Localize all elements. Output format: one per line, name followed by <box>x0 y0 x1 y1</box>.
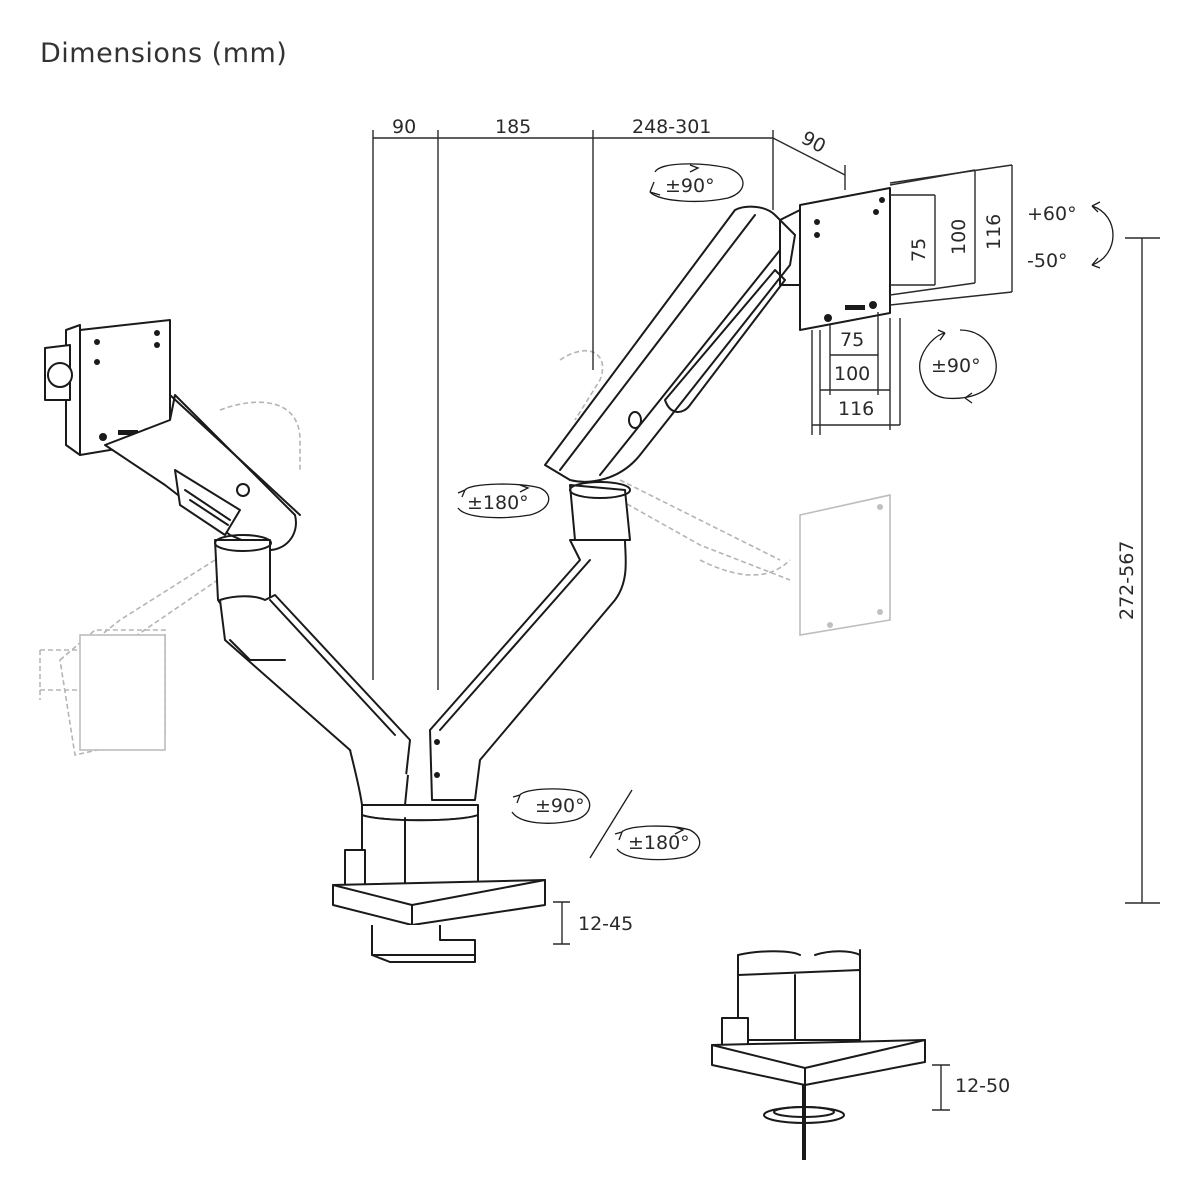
grommet-base <box>711 949 926 1160</box>
vesa-width-100: 100 <box>834 363 870 385</box>
clamp-base <box>332 804 546 963</box>
left-arm-assembly <box>44 319 411 806</box>
rotation-base <box>511 788 701 861</box>
rotation-base-90-label: ±90° <box>535 795 585 817</box>
clamp-thickness-dimension <box>553 901 570 945</box>
rotation-arm-top <box>649 163 744 203</box>
top-dimension-lines <box>372 130 846 690</box>
rotation-base-180-label: ±180° <box>628 832 690 854</box>
rotation-elbow-label: ±180° <box>467 492 529 514</box>
vesa-width-116: 116 <box>838 398 874 420</box>
rotation-monitor-label: ±90° <box>931 355 981 377</box>
rotation-arm-top-label: ±90° <box>665 175 715 197</box>
rotation-tilt <box>1091 201 1114 269</box>
dim-top-185: 185 <box>495 116 531 138</box>
clamp-thickness-label: 12-45 <box>578 913 633 935</box>
dim-top-248-301: 248-301 <box>632 116 711 138</box>
grommet-thickness-label: 12-50 <box>955 1075 1010 1097</box>
grommet-thickness-dimension <box>932 1064 950 1111</box>
right-arm-assembly <box>429 187 891 801</box>
vesa-height-100: 100 <box>948 219 970 255</box>
rotation-monitor <box>919 329 997 404</box>
vesa-height-75: 75 <box>908 238 930 262</box>
vesa-width-75: 75 <box>840 329 864 351</box>
vesa-dimension-lines <box>811 164 1013 435</box>
page-title: Dimensions (mm) <box>40 38 288 69</box>
rotation-elbow <box>457 483 550 519</box>
tilt-up-label: +60° <box>1027 203 1077 225</box>
height-range-label: 272-567 <box>1116 541 1138 620</box>
ghost-positions <box>39 349 891 756</box>
vesa-height-116: 116 <box>983 214 1005 250</box>
dim-top-90: 90 <box>392 116 416 138</box>
tilt-down-label: -50° <box>1027 250 1068 272</box>
height-range-dimension <box>1125 237 1160 904</box>
